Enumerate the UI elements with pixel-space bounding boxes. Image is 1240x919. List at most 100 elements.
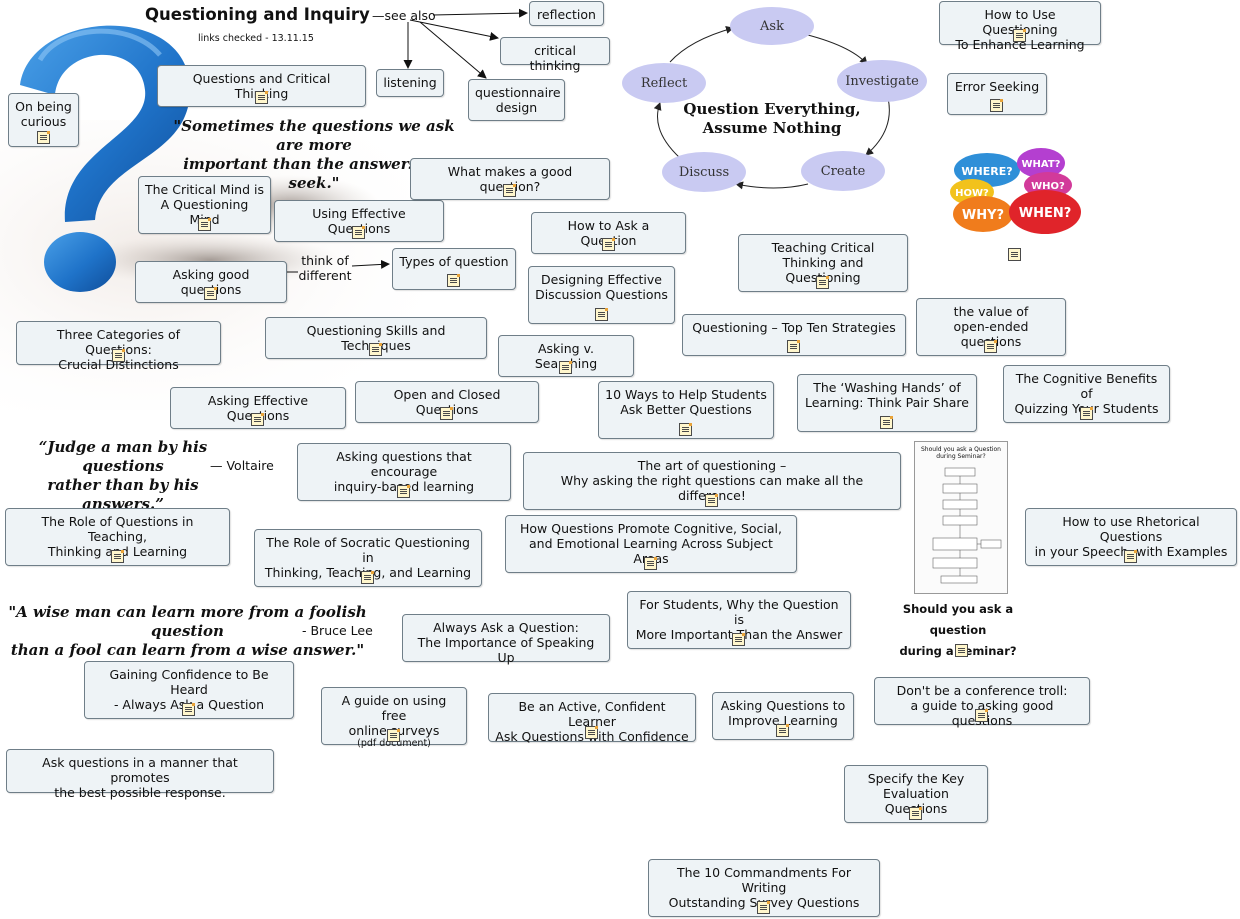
node-label: Asking good questions xyxy=(172,267,250,297)
cycle-step-create: Create xyxy=(801,151,885,191)
note-icon[interactable] xyxy=(1124,550,1137,563)
map-title: Questioning and Inquiry xyxy=(145,5,370,24)
wh-when: WHEN? xyxy=(1019,206,1072,221)
note-icon[interactable] xyxy=(503,184,516,197)
note-icon[interactable] xyxy=(352,226,365,239)
node-questions-and-critical-thinking[interactable]: Questions and Critical Thinking xyxy=(157,65,366,107)
node-gaining-confidence[interactable]: Gaining Confidence to Be Heard - Always … xyxy=(84,661,294,719)
note-icon[interactable] xyxy=(440,407,453,420)
node-active-confident-learner[interactable]: Be an Active, Confident Learner Ask Ques… xyxy=(488,693,696,744)
node-on-being-curious[interactable]: On being curious xyxy=(8,93,79,147)
note-icon[interactable] xyxy=(679,423,692,436)
note-icon[interactable] xyxy=(1079,407,1093,420)
node-label: The 10 Commandments For Writing Outstand… xyxy=(668,865,860,910)
node-error-seeking[interactable]: Error Seeking xyxy=(947,73,1047,115)
note-icon[interactable] xyxy=(559,361,572,374)
node-how-to-ask-a-question[interactable]: How to Ask a Question xyxy=(531,212,686,254)
note-icon[interactable] xyxy=(197,218,211,231)
node-asking-questions-to-improve-learning[interactable]: Asking Questions to Improve Learning xyxy=(712,692,854,740)
node-designing-effective-discussion-questions[interactable]: Designing Effective Discussion Questions xyxy=(528,266,675,324)
note-icon[interactable] xyxy=(644,557,657,570)
note-icon[interactable] xyxy=(880,416,893,429)
connector-think-of-different: think of different xyxy=(298,253,352,283)
node-10-ways-to-help-students[interactable]: 10 Ways to Help Students Ask Better Ques… xyxy=(598,381,774,439)
note-icon[interactable] xyxy=(585,726,598,739)
quote-questions-answers: "Sometimes the questions we ask are more… xyxy=(173,117,455,192)
node-label: How to use Rhetorical Questions in your … xyxy=(1034,514,1228,559)
note-icon[interactable] xyxy=(361,571,374,584)
note-icon[interactable] xyxy=(447,274,460,287)
note-icon[interactable] xyxy=(111,349,125,362)
note-icon[interactable] xyxy=(975,709,988,722)
node-role-of-questions-in-teaching[interactable]: The Role of Questions in Teaching, Think… xyxy=(5,508,230,566)
node-asking-v-searching[interactable]: Asking v. Searching xyxy=(498,335,634,377)
note-icon[interactable] xyxy=(990,99,1003,112)
note-icon[interactable] xyxy=(204,287,217,300)
node-art-of-questioning[interactable]: The art of questioning – Why asking the … xyxy=(523,452,901,510)
note-icon[interactable] xyxy=(955,644,968,657)
node-asking-effective-questions[interactable]: Asking Effective Questions xyxy=(170,387,346,429)
node-label: Specify the Key Evaluation Questions xyxy=(867,771,965,816)
note-icon[interactable] xyxy=(601,238,615,251)
node-10-commandments-survey-questions[interactable]: The 10 Commandments For Writing Outstand… xyxy=(648,859,880,917)
note-icon[interactable] xyxy=(984,340,997,353)
note-icon[interactable] xyxy=(732,633,745,646)
note-icon[interactable] xyxy=(369,343,382,356)
note-icon[interactable] xyxy=(254,91,268,104)
node-questioning-top-ten-strategies[interactable]: Questioning – Top Ten Strategies xyxy=(682,314,906,356)
cycle-center-text: Question Everything, Assume Nothing xyxy=(683,100,861,137)
node-inquiry-based-learning[interactable]: Asking questions that encourage inquiry-… xyxy=(297,443,511,501)
note-icon[interactable] xyxy=(705,494,718,507)
node-specify-key-evaluation-questions[interactable]: Specify the Key Evaluation Questions xyxy=(844,765,988,823)
node-what-makes-a-good-question[interactable]: What makes a good question? xyxy=(410,158,610,200)
note-icon[interactable] xyxy=(1008,248,1021,261)
node-label: Designing Effective Discussion Questions xyxy=(535,272,668,302)
see-also-critical-thinking[interactable]: critical thinking xyxy=(500,37,610,73)
node-three-categories-of-questions[interactable]: Three Categories of Questions: Crucial D… xyxy=(16,321,221,372)
see-also-questionnaire-design[interactable]: questionnaire design xyxy=(468,79,565,121)
note-icon[interactable] xyxy=(787,340,800,353)
node-teaching-critical-thinking[interactable]: Teaching Critical Thinking and Questioni… xyxy=(738,234,908,292)
node-value-of-open-ended-questions[interactable]: the value of open-ended questions xyxy=(916,298,1066,356)
node-label: Types of question xyxy=(399,254,509,269)
node-label: Always Ask a Question: The Importance of… xyxy=(417,620,595,665)
note-icon[interactable] xyxy=(251,413,264,426)
node-label: Questioning – Top Ten Strategies xyxy=(692,320,896,335)
node-washing-hands-of-learning[interactable]: The ‘Washing Hands’ of Learning: Think P… xyxy=(797,374,977,432)
node-questioning-skills-and-techniques[interactable]: Questioning Skills and Techniques xyxy=(265,317,487,359)
cycle-step-ask: Ask xyxy=(730,7,814,45)
note-icon[interactable] xyxy=(909,807,922,820)
note-icon[interactable] xyxy=(757,901,770,914)
node-using-effective-questions[interactable]: Using Effective Questions xyxy=(274,200,444,242)
node-open-and-closed-questions[interactable]: Open and Closed Questions xyxy=(355,381,539,423)
node-how-questions-promote-learning[interactable]: How Questions Promote Cognitive, Social,… xyxy=(505,515,797,573)
node-ask-questions-best-response[interactable]: Ask questions in a manner that promotes … xyxy=(6,749,274,800)
node-cognitive-benefits-of-quizzing[interactable]: The Cognitive Benefits of Quizzing Your … xyxy=(1003,365,1170,423)
node-dont-be-a-conference-troll[interactable]: Don't be a conference troll: a guide to … xyxy=(874,677,1090,728)
node-label: Using Effective Questions xyxy=(312,206,406,236)
node-role-of-socratic-questioning[interactable]: The Role of Socratic Questioning in Thin… xyxy=(254,529,482,587)
note-icon[interactable] xyxy=(397,485,410,498)
node-always-ask-a-question[interactable]: Always Ask a Question: The Importance of… xyxy=(402,614,610,665)
note-icon[interactable] xyxy=(776,724,789,737)
note-icon[interactable] xyxy=(36,131,50,144)
note-icon[interactable] xyxy=(1013,29,1026,42)
note-icon[interactable] xyxy=(182,703,195,716)
see-also-reflection[interactable]: reflection xyxy=(529,1,604,26)
flowchart-thumbnail[interactable]: Should you ask a Question during Seminar… xyxy=(914,441,1008,594)
see-also-listening[interactable]: listening xyxy=(376,69,444,97)
node-label: Don't be a conference troll: a guide to … xyxy=(896,683,1068,728)
node-why-the-question-is-more-important[interactable]: For Students, Why the Question is More I… xyxy=(627,591,851,649)
node-rhetorical-questions[interactable]: How to use Rhetorical Questions in your … xyxy=(1025,508,1237,566)
note-icon[interactable] xyxy=(594,308,608,321)
node-asking-good-questions[interactable]: Asking good questions xyxy=(135,261,287,303)
node-label: the value of open-ended questions xyxy=(953,304,1029,349)
quote-voltaire: “Judge a man by his questions rather tha… xyxy=(38,438,208,513)
node-guide-to-free-online-surveys[interactable]: A guide on using free online surveys(pdf… xyxy=(321,687,467,749)
note-icon[interactable] xyxy=(387,729,400,742)
note-icon[interactable] xyxy=(110,550,124,563)
node-critical-mind[interactable]: The Critical Mind is A Questioning Mind xyxy=(138,176,271,234)
node-how-to-use-questioning[interactable]: How to Use Questioning To Enhance Learni… xyxy=(939,1,1101,52)
node-types-of-question[interactable]: Types of question xyxy=(392,248,516,290)
note-icon[interactable] xyxy=(816,276,829,289)
